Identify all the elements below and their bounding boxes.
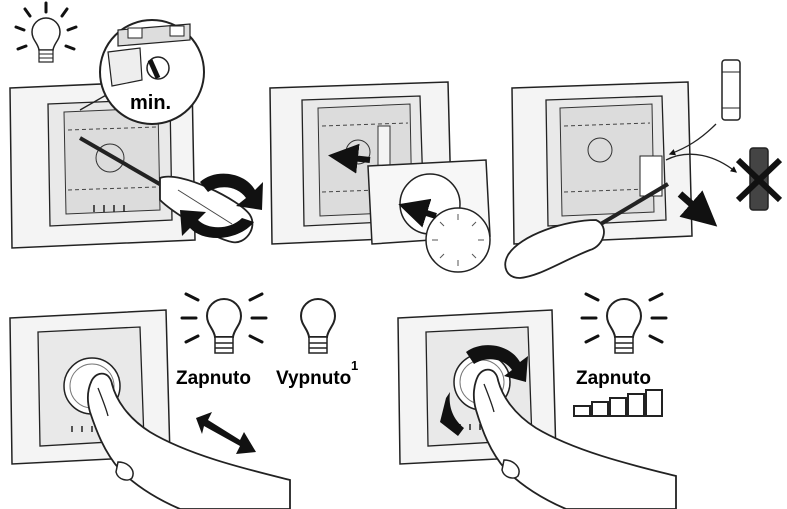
lightbulb-on-icon xyxy=(16,3,76,62)
label-off: Vypnuto xyxy=(276,368,351,389)
lightbulb-on-icon xyxy=(582,294,666,353)
lightbulb-off-icon xyxy=(301,299,335,353)
fuse-icon xyxy=(722,60,740,120)
panel-step-4: Zapnuto Vypnuto 1 xyxy=(10,294,358,509)
lightbulb-on-icon xyxy=(182,294,266,353)
push-arrow-icon xyxy=(196,412,256,454)
panel-step-1: min. xyxy=(10,3,263,248)
fuse-removed-icon xyxy=(738,148,780,210)
min-label: min. xyxy=(130,92,171,114)
panel-step-5: Zapnuto xyxy=(398,294,676,509)
label-footnote: 1 xyxy=(351,358,358,373)
panel-step-2 xyxy=(270,82,490,272)
label-on: Zapnuto xyxy=(176,368,251,389)
level-bars-icon xyxy=(574,390,662,416)
label-on: Zapnuto xyxy=(576,368,651,389)
panel-step-3 xyxy=(505,60,780,278)
